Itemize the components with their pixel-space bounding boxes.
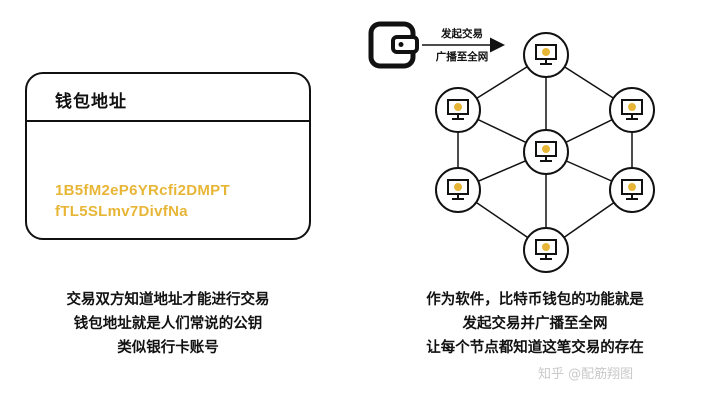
computer-node-icon (435, 167, 481, 213)
address-line-1: 1B5fM2eP6YRcfi2DMPT (55, 182, 230, 199)
computer-node-icon (523, 32, 569, 78)
card-title: 钱包地址 (55, 92, 127, 112)
network-nodes (435, 32, 655, 273)
right-caption-line-1: 作为软件，比特币钱包的功能就是 (426, 292, 644, 308)
left-caption-line-1: 交易双方知道地址才能进行交易 (66, 292, 270, 308)
computer-node-icon (523, 129, 569, 175)
right-caption-line-2: 发起交易并广播至全网 (462, 316, 608, 332)
computer-node-icon (523, 227, 569, 273)
address-line-2: fTL5SLmv7DivfNa (55, 203, 188, 220)
left-caption: 交易双方知道地址才能进行交易 钱包地址就是人们常说的公钥 类似银行卡账号 (18, 288, 318, 360)
wallet-address-card: 钱包地址 1B5fM2eP6YRcfi2DMPT fTL5SLmv7DivfNa (25, 72, 311, 240)
computer-node-icon (609, 87, 655, 133)
arrow-label-top: 发起交易 (440, 27, 483, 40)
wallet-icon (368, 21, 419, 69)
computer-node-icon (609, 167, 655, 213)
watermark: 知乎 @配筋翔图 (538, 367, 634, 382)
right-caption: 作为软件，比特币钱包的功能就是 发起交易并广播至全网 让每个节点都知道这笔交易的… (370, 288, 700, 360)
right-caption-line-3: 让每个节点都知道这笔交易的存在 (426, 340, 644, 356)
left-caption-line-2: 钱包地址就是人们常说的公钥 (73, 316, 263, 332)
left-caption-line-3: 类似银行卡账号 (117, 340, 219, 356)
arrow-label-bottom: 广播至全网 (436, 50, 489, 63)
card-divider (27, 120, 309, 122)
computer-node-icon (435, 87, 481, 133)
